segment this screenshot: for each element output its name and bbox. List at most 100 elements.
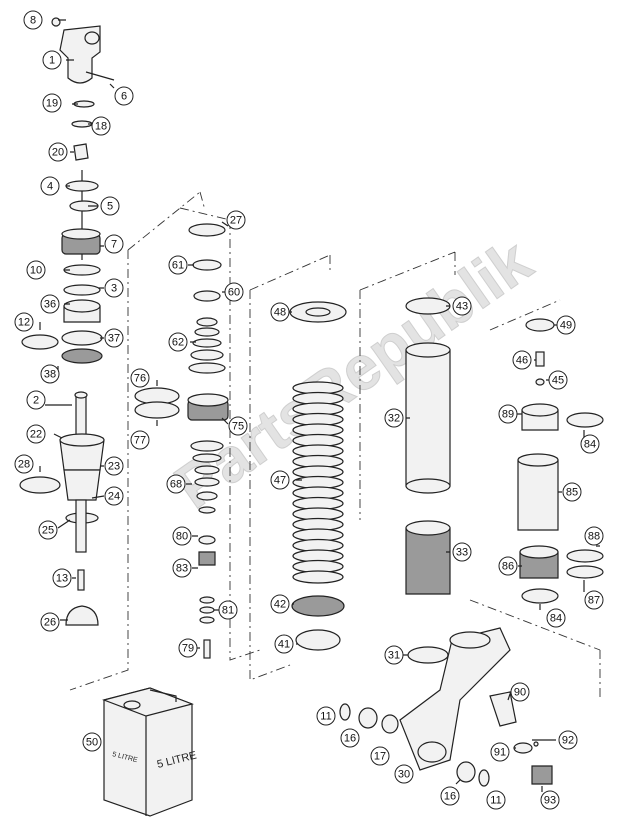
callout-circle [580,434,600,454]
callout-number: 18 [95,121,107,133]
callout-85: 85 [562,482,582,502]
callout-circle [104,234,124,254]
callout-circle [218,600,238,620]
callout-17: 17 [370,746,390,766]
callout-circle [224,282,244,302]
callout-number: 5 [107,201,113,213]
guide-lines [69,191,601,700]
callout-circle [40,176,60,196]
callout-circle [14,312,34,332]
callout-circle [562,482,582,502]
callout-79: 79 [178,638,198,658]
callout-circle [14,454,34,474]
callout-number: 60 [228,287,240,299]
callout-84a: 84 [580,434,600,454]
callout-circle [510,682,530,702]
callout-number: 85 [566,487,578,499]
callout-circle [486,790,506,810]
callout-number: 10 [30,265,42,277]
callout-62: 62 [168,332,188,352]
callout-circle [384,408,404,428]
callout-13: 13 [52,568,72,588]
callout-11a: 11 [316,706,336,726]
callout-number: 30 [398,769,410,781]
callout-number: 11 [490,795,501,807]
callout-19: 19 [42,93,62,113]
callout-number: 88 [588,531,600,543]
callout-7: 7 [104,234,124,254]
callout-circle [26,424,46,444]
callout-6: 6 [114,86,134,106]
callout-number: 19 [46,98,58,110]
callout-4: 4 [40,176,60,196]
callout-number: 16 [444,791,456,803]
callout-circle [172,526,192,546]
callout-circle [52,568,72,588]
callout-number: 24 [108,491,120,503]
callout-number: 77 [134,435,146,447]
callout-number: 49 [560,320,572,332]
callout-number: 81 [222,605,234,617]
callout-circle [490,742,510,762]
callout-number: 47 [274,475,286,487]
callout-circle [228,416,248,436]
callout-83: 83 [172,558,192,578]
callout-46: 46 [512,350,532,370]
callout-number: 28 [18,459,30,471]
callout-circle [26,390,46,410]
callout-number: 80 [176,531,188,543]
callout-41: 41 [274,634,294,654]
callout-91: 91 [490,742,510,762]
callout-circle [384,645,404,665]
callout-circle [130,368,150,388]
callout-circle [114,86,134,106]
callout-number: 48 [274,307,286,319]
callout-circle [168,332,188,352]
spring-parts [289,301,347,651]
callout-86: 86 [498,556,518,576]
callout-60: 60 [224,282,244,302]
callout-circle [130,430,150,450]
callout-43: 43 [452,296,472,316]
callout-number: 2 [33,395,39,407]
callout-number: 93 [544,795,556,807]
callout-number: 62 [172,337,184,349]
callout-number: 33 [456,547,468,559]
callout-81: 81 [218,600,238,620]
callout-47: 47 [270,470,290,490]
callout-16b: 16 [440,786,460,806]
callout-number: 43 [456,301,468,313]
callout-circle [546,608,566,628]
callout-49: 49 [556,315,576,335]
callout-number: 92 [562,735,574,747]
callout-30: 30 [394,764,414,784]
leader-lines [39,19,600,792]
callout-circle [104,456,124,476]
callout-88: 88 [584,526,604,546]
callout-number: 61 [172,260,184,272]
callout-number: 91 [494,747,506,759]
callout-50: 50 [82,732,102,752]
callout-45: 45 [548,370,568,390]
callout-number: 42 [274,599,286,611]
callout-circle [270,470,290,490]
callout-circle [584,590,604,610]
callout-circle [178,638,198,658]
callout-number: 86 [502,561,514,573]
callout-number: 46 [516,355,528,367]
callout-circle [40,294,60,314]
callout-number: 17 [374,751,386,763]
callout-33: 33 [452,542,472,562]
reservoir-arm [399,627,511,771]
callout-number: 4 [47,181,53,193]
callout-circle [23,10,43,30]
callout-number: 79 [182,643,194,655]
callout-38: 38 [40,364,60,384]
callout-circle [584,526,604,546]
callout-number: 13 [56,573,68,585]
callout-number: 20 [52,147,64,159]
callout-number: 50 [86,737,98,749]
callout-number: 26 [44,617,56,629]
callout-16a: 16 [340,728,360,748]
callout-number: 75 [232,421,244,433]
